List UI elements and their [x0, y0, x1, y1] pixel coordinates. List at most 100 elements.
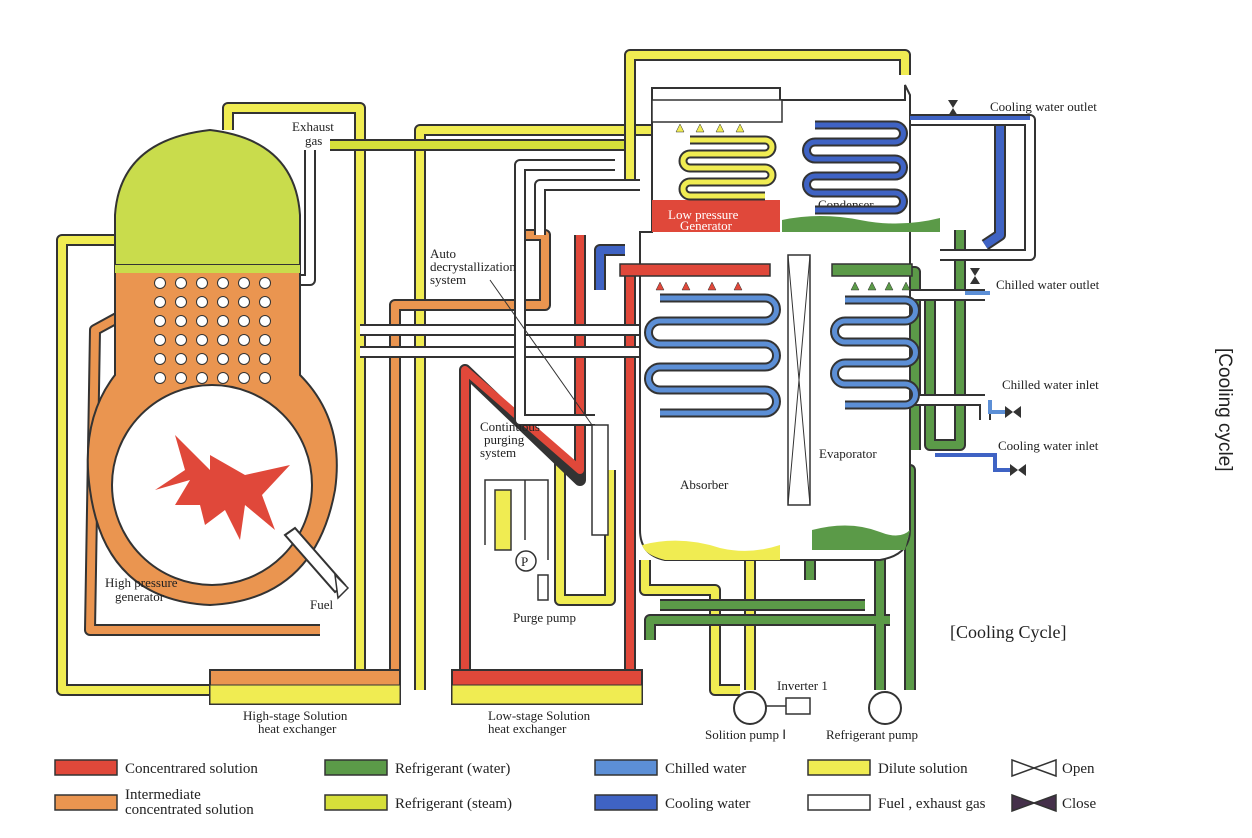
purge-pump-symbol — [515, 550, 537, 572]
condenser-coil-fill — [804, 122, 906, 213]
spray-nozzle — [675, 123, 685, 133]
chilled-water-outlet-label: Chilled water outlet — [996, 277, 1100, 292]
purge-loop — [484, 479, 549, 560]
hpg-tube — [238, 353, 250, 365]
purge-tank — [591, 424, 609, 536]
legend-swatch — [807, 759, 871, 776]
refrigerant-pump-label: Refrigerant pump — [826, 727, 918, 742]
pumps: Inverter 1 Solition pump Ⅰ Refrigerant p… — [705, 678, 918, 742]
legend-label-line: concentrated solution — [125, 802, 254, 818]
hpg-tube — [196, 277, 208, 289]
spray-nozzle — [850, 281, 860, 291]
hpg-tube — [175, 372, 187, 384]
legend-swatch — [594, 794, 658, 811]
hpg-tube-grid — [154, 277, 271, 384]
hpg-tube — [154, 277, 166, 289]
hpg-tube — [175, 353, 187, 365]
hpg-tube — [259, 334, 271, 346]
spray-nozzle — [867, 281, 877, 291]
lpg-coil-fill — [680, 137, 775, 199]
solution-pump — [733, 691, 767, 725]
hpg-tube — [175, 277, 187, 289]
coils — [644, 120, 920, 418]
spray-nozzle — [901, 281, 911, 291]
purge-pump-letter: P — [521, 554, 528, 569]
refrigerant-pipe-condenser — [924, 230, 966, 451]
low-stage-hx-core — [451, 684, 643, 705]
burner — [283, 526, 350, 600]
cooling-water-inlet-label: Cooling water inlet — [998, 438, 1099, 453]
hpg-tube — [175, 296, 187, 308]
dilute-pipe-bottom-fill — [641, 560, 740, 694]
spray-nozzle — [735, 123, 745, 133]
refrigerant-pipe-condenser-fill — [926, 230, 964, 449]
hpg-flame — [155, 435, 290, 540]
exhaust-pipe-right — [905, 114, 1036, 261]
low-pressure-generator-pool — [652, 200, 780, 232]
hpg-tube — [196, 296, 208, 308]
legend-swatch — [54, 759, 118, 776]
hpg-tube — [217, 315, 229, 327]
legend-label: Dilute solution — [878, 761, 968, 777]
legend-swatch — [54, 794, 118, 811]
legend-label-line: Refrigerant (water) — [395, 761, 510, 777]
eliminator-cross — [787, 254, 811, 506]
purge-pump-label: Purge pump — [513, 610, 576, 625]
spray-nozzle — [707, 281, 717, 291]
exhaust-pipe-evap-out-fill — [910, 291, 989, 420]
hpg-tube — [259, 372, 271, 384]
fuel-label: Fuel — [310, 597, 334, 612]
cooling-water-outlet-valve — [948, 100, 958, 108]
condenser-pool — [782, 216, 940, 232]
hpg-tube — [238, 315, 250, 327]
evaporator-label: Evaporator — [819, 446, 877, 461]
legend-label-line: Concentrared solution — [125, 761, 258, 777]
hpg-tube — [217, 296, 229, 308]
cooling-water-outlet-label: Cooling water outlet — [990, 99, 1097, 114]
purge-filter — [537, 574, 549, 601]
cooling-water-outlet-valve-b — [948, 108, 958, 116]
spray-nozzles — [655, 123, 911, 291]
exhaust-pipe-purge-fill — [516, 161, 640, 424]
external-connections: Cooling water outlet Chilled water outle… — [910, 99, 1100, 476]
hpg-tube — [154, 372, 166, 384]
hpg-tube — [259, 353, 271, 365]
absorber-label: Absorber — [680, 477, 729, 492]
legend-label: Open — [1062, 761, 1095, 777]
chilled-water-inlet-label: Chilled water inlet — [1002, 377, 1099, 392]
purge-separator — [494, 489, 512, 551]
exhaust-pipe-mid-fill — [360, 326, 640, 356]
hpg-tube — [154, 315, 166, 327]
legend-label-line: Close — [1062, 796, 1097, 812]
hpg-tube — [238, 334, 250, 346]
evaporator-pool — [812, 525, 910, 550]
inverter-box — [785, 697, 811, 715]
spray-nozzle — [733, 281, 743, 291]
hpg-tube — [154, 296, 166, 308]
legend-label: Cooling water — [665, 796, 750, 812]
legend-swatch — [324, 794, 388, 811]
cooling-water-inlet-valve — [1010, 464, 1026, 476]
spray-nozzle — [681, 281, 691, 291]
hpg-tube — [217, 334, 229, 346]
high-stage-hx-core — [209, 684, 401, 705]
legend-label: Refrigerant (water) — [395, 761, 510, 777]
legend-label: Close — [1062, 796, 1097, 812]
hpg-tube — [196, 353, 208, 365]
absorber-coil-fill — [646, 295, 779, 416]
hpg-tube — [217, 372, 229, 384]
hpg-tube — [217, 353, 229, 365]
legend-label-line: Refrigerant (steam) — [395, 796, 512, 812]
inverter-label: Inverter 1 — [777, 678, 828, 693]
auto-decrystallization-leader — [489, 279, 593, 426]
